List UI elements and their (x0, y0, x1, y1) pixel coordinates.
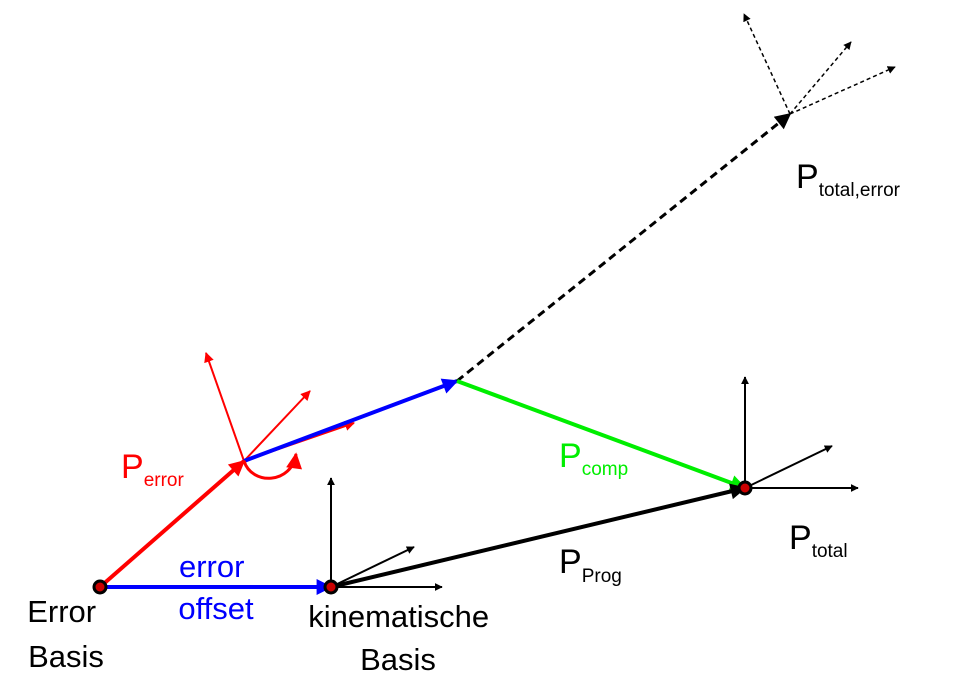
p-error-label: Perror (121, 448, 184, 491)
kin-frame-axis-y (330, 546, 415, 588)
p-comp-arrow (456, 379, 747, 491)
total-error-frame-axis-2 (789, 41, 852, 115)
total-error-frame (743, 13, 896, 115)
rotation-arc (242, 452, 303, 480)
error-offset-label: error offset (178, 549, 254, 626)
kinematic-basis-label: kinematische Basis (308, 599, 498, 677)
error-basis-label: Error Basis (27, 594, 105, 674)
total-error-frame-axis-3 (789, 66, 896, 115)
p-prog-arrow (330, 483, 747, 589)
total-error-frame-axis-1 (743, 13, 791, 115)
total-node (737, 480, 753, 496)
p-total-error-label: Ptotal,error (796, 158, 901, 201)
error-rotated-frame (204, 352, 355, 462)
p-prog-label: PProg (559, 543, 622, 587)
p-comp-label: Pcomp (559, 437, 628, 480)
error-basis-node (92, 579, 108, 595)
p-error-arrow (98, 459, 246, 589)
error-frame-axis-1 (204, 352, 245, 462)
p-total-label: Ptotal (789, 519, 848, 562)
kinematic-basis-frame (327, 477, 443, 591)
total-frame-axis-y (744, 445, 833, 489)
total-frame (741, 376, 859, 492)
offset-direction-arrow (243, 378, 459, 463)
kin-basis-node (323, 579, 339, 595)
total-error-dashed-path (456, 112, 792, 383)
error-frame-axis-2 (243, 390, 311, 462)
